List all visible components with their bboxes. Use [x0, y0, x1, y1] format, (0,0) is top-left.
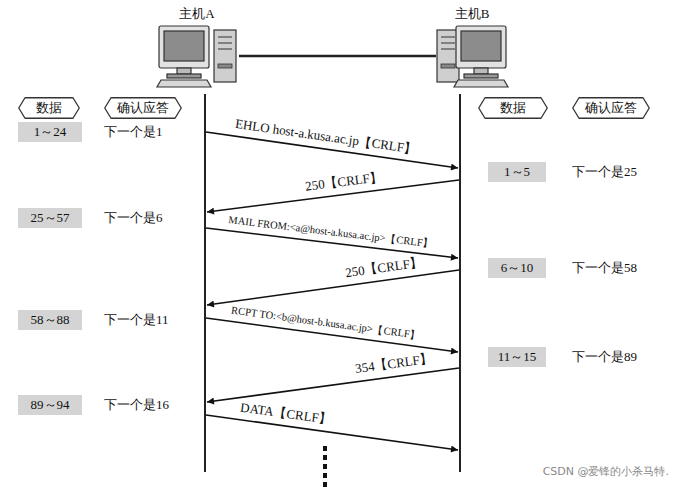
- node-text: 25～57: [31, 211, 70, 225]
- node-text: 数据: [36, 101, 62, 115]
- node-text: 11～15: [498, 350, 537, 364]
- ack-label: 下一个是1: [104, 125, 163, 139]
- node-text: 89～94: [31, 398, 70, 412]
- data-range: 58～88: [18, 310, 82, 330]
- data-range: 25～57: [18, 208, 82, 228]
- node-text: 58～88: [31, 313, 70, 327]
- column-header: 数据: [478, 97, 548, 119]
- ack-label: 下一个是11: [104, 313, 169, 327]
- ack-label: 下一个是89: [572, 350, 637, 364]
- host-computer: 主机A: [155, 4, 239, 88]
- ack-label: 下一个是25: [572, 165, 637, 179]
- host-computer: 主机B: [436, 4, 508, 88]
- column-header: 确认应答: [572, 97, 650, 119]
- column-header: 数据: [18, 97, 80, 119]
- message-arrow: [207, 270, 459, 305]
- message-label: MAIL FROM:<a@host-a.kusa.ac.jp>【CRLF】: [228, 214, 434, 250]
- node-text: 确认应答: [585, 101, 637, 115]
- column-header: 确认应答: [104, 97, 182, 119]
- message-arrows: [206, 132, 459, 450]
- message-arrow: [207, 368, 459, 402]
- network-cable: [239, 55, 436, 58]
- ack-label: 下一个是16: [104, 398, 169, 412]
- continuation-dash: [323, 446, 327, 487]
- data-range: 89～94: [18, 395, 82, 415]
- node-text: 数据: [500, 101, 526, 115]
- node-text: 1～5: [504, 165, 530, 179]
- host-name: 主机B: [455, 7, 490, 21]
- data-range: 11～15: [488, 347, 546, 367]
- message-label: EHLO host-a.kusa.ac.jp【CRLF】: [234, 117, 418, 157]
- ack-label: 下一个是58: [572, 261, 637, 275]
- host-name: 主机A: [179, 7, 214, 21]
- data-range: 1～24: [18, 122, 82, 142]
- timeline-a: [204, 94, 206, 472]
- watermark: CSDN @爱锋的小杀马特.: [543, 466, 669, 478]
- node-text: 1～24: [34, 125, 67, 139]
- message-label: DATA【CRLF】: [239, 400, 332, 427]
- message-arrow: [206, 415, 458, 450]
- ack-label: 下一个是6: [104, 211, 163, 225]
- data-range: 1～5: [488, 162, 546, 182]
- timeline-b: [459, 94, 461, 472]
- message-label: RCPT TO:<b@host-b.kusa.ac.jp>【CRLF】: [230, 305, 421, 342]
- node-text: 确认应答: [117, 101, 169, 115]
- data-range: 6～10: [488, 258, 546, 278]
- node-text: 6～10: [501, 261, 534, 275]
